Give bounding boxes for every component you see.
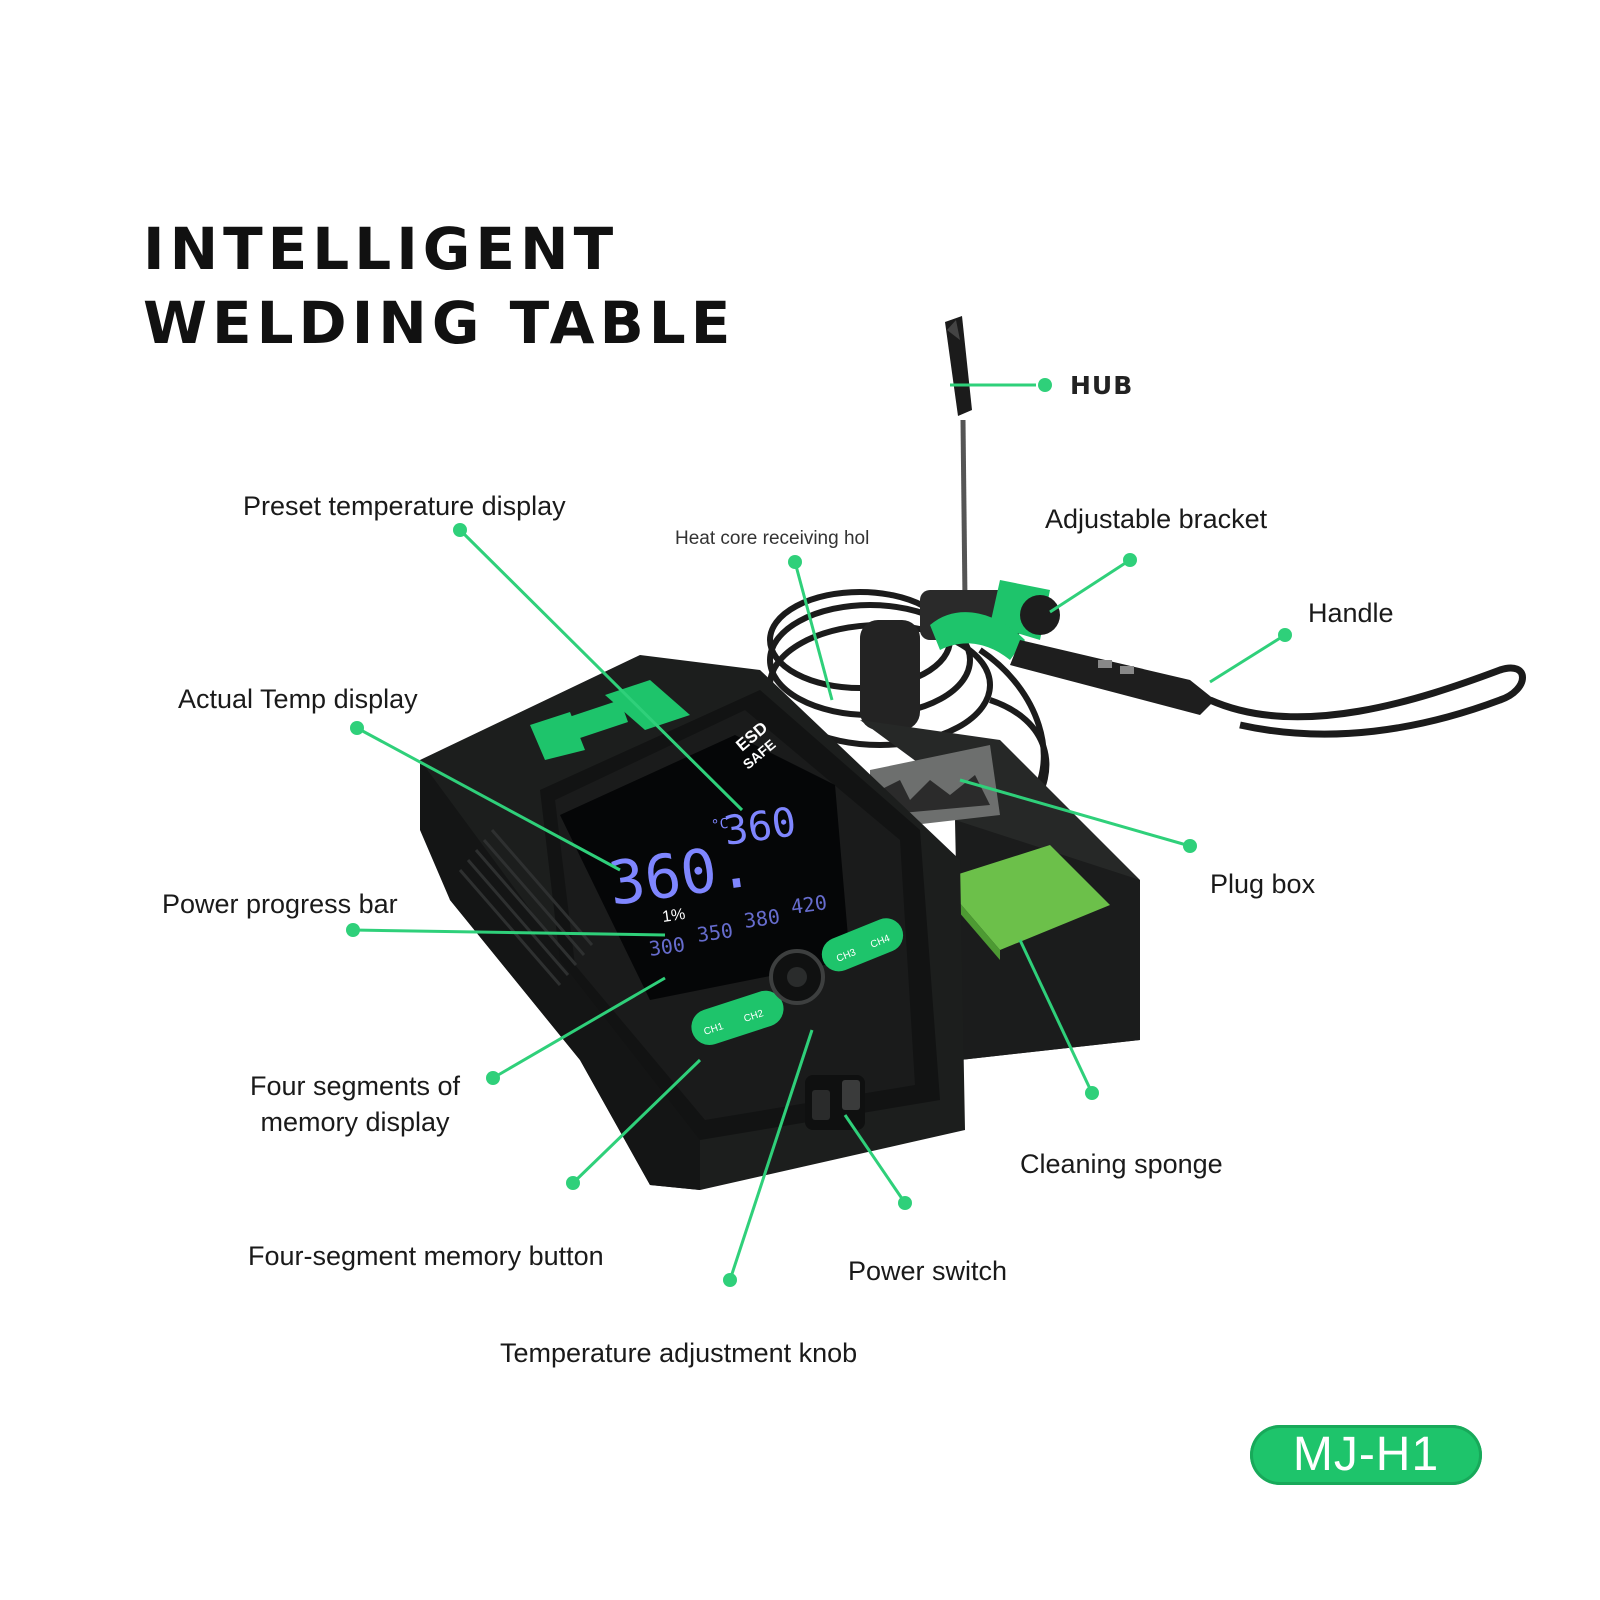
vent-grille — [458, 829, 594, 986]
memory-value-3: 380 — [742, 904, 781, 933]
label-plug-box: Plug box — [1210, 869, 1316, 899]
title-line-1: INTELLIGENT — [143, 215, 619, 283]
label-cleaning-sponge: Cleaning sponge — [1020, 1149, 1223, 1179]
page-title: INTELLIGENT WELDING TABLE — [143, 212, 735, 360]
label-power-switch: Power switch — [848, 1256, 1008, 1286]
label-power-progress-bar: Power progress bar — [162, 889, 398, 919]
label-actual-temp-display: Actual Temp display — [178, 684, 418, 714]
label-four-segments-memory-display-line-2: memory display — [260, 1107, 450, 1137]
callout-dots — [346, 378, 1292, 1287]
label-hub: HUB — [1070, 371, 1134, 400]
memory-value-1: 300 — [647, 932, 686, 961]
h1-logo — [530, 680, 690, 760]
title-line-2: WELDING TABLE — [143, 289, 736, 357]
label-temperature-adjustment-knob: Temperature adjustment knob — [500, 1338, 858, 1368]
memory-buttons — [691, 918, 904, 1045]
power-switch — [805, 1075, 865, 1130]
label-four-segments-memory-display: Four segments of memory display — [235, 1070, 475, 1138]
memory-value-2: 350 — [695, 918, 734, 947]
temperature-knob — [769, 949, 825, 1005]
preset-temp-unit: °C — [710, 816, 729, 834]
callout-lines — [352, 383, 1286, 1281]
label-adjustable-bracket: Adjustable bracket — [1045, 504, 1268, 534]
label-handle: Handle — [1308, 598, 1394, 628]
model-badge: MJ-H1 — [1250, 1425, 1482, 1485]
model-name: MJ-H1 — [1292, 1428, 1440, 1481]
memory-value-4: 420 — [789, 890, 828, 919]
preset-temp-readout: 360 — [721, 799, 799, 855]
label-preset-temperature-display: Preset temperature display — [243, 491, 566, 521]
iron-tip — [945, 316, 972, 601]
power-percent: 1% — [661, 906, 686, 926]
handle — [930, 612, 1526, 738]
label-four-segments-memory-display-line-1: Four segments of — [249, 1071, 461, 1101]
label-four-segment-memory-button: Four-segment memory button — [248, 1241, 604, 1271]
label-heat-core-receiving-hole: Heat core receiving hol — [675, 528, 870, 549]
